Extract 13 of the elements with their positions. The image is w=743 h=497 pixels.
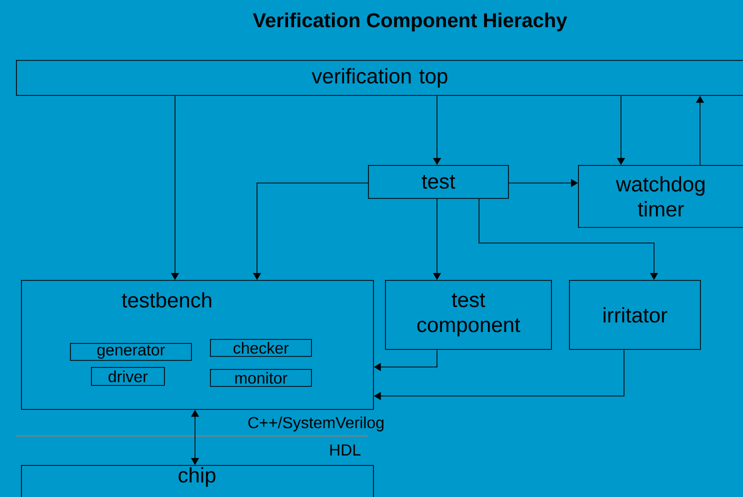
title: Verification Component Hierachy	[252, 12, 568, 32]
block-box: verification top	[16, 60, 743, 96]
component-box: generator	[70, 343, 192, 361]
block-box: chip	[21, 465, 374, 497]
block-box: test component	[385, 280, 552, 350]
component-box: driver	[91, 367, 165, 386]
block-box: irritator	[569, 280, 701, 350]
block-box: watchdog timer	[578, 165, 743, 228]
interface-label: C++/SystemVerilog	[248, 416, 384, 432]
block-box: test	[368, 165, 509, 199]
component-box: monitor	[210, 369, 312, 387]
component-box: checker	[210, 339, 312, 357]
arrow	[478, 198, 658, 280]
